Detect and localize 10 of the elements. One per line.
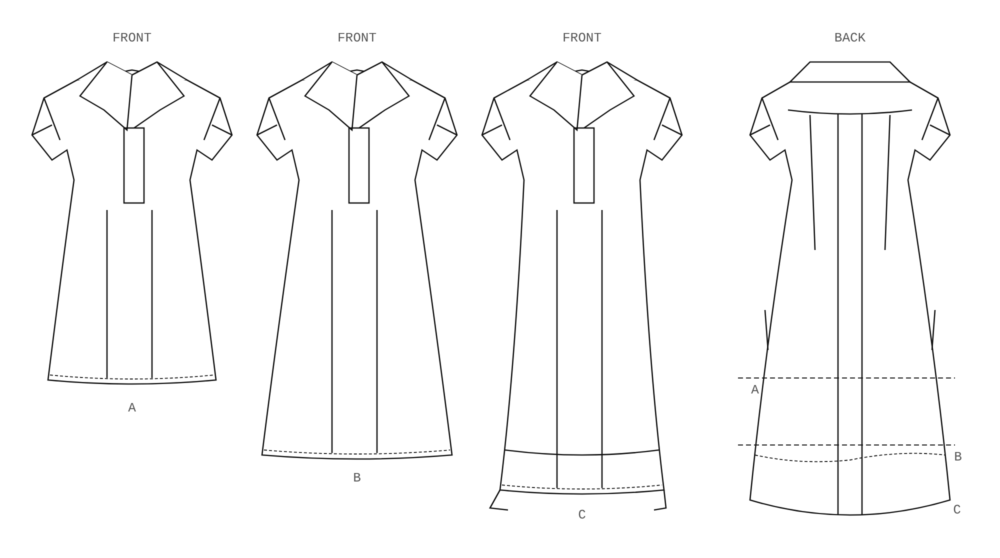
view-label: C (953, 501, 961, 520)
view-label: FRONT (338, 29, 376, 48)
view-label: FRONT (562, 29, 602, 48)
view-label: B (954, 448, 962, 466)
view-label: B (353, 469, 361, 488)
view-label: FRONT (112, 29, 152, 48)
view-label: A (128, 399, 136, 418)
view-label: BACK (834, 29, 866, 48)
view-label: A (751, 381, 759, 400)
view-label: C (578, 506, 586, 524)
